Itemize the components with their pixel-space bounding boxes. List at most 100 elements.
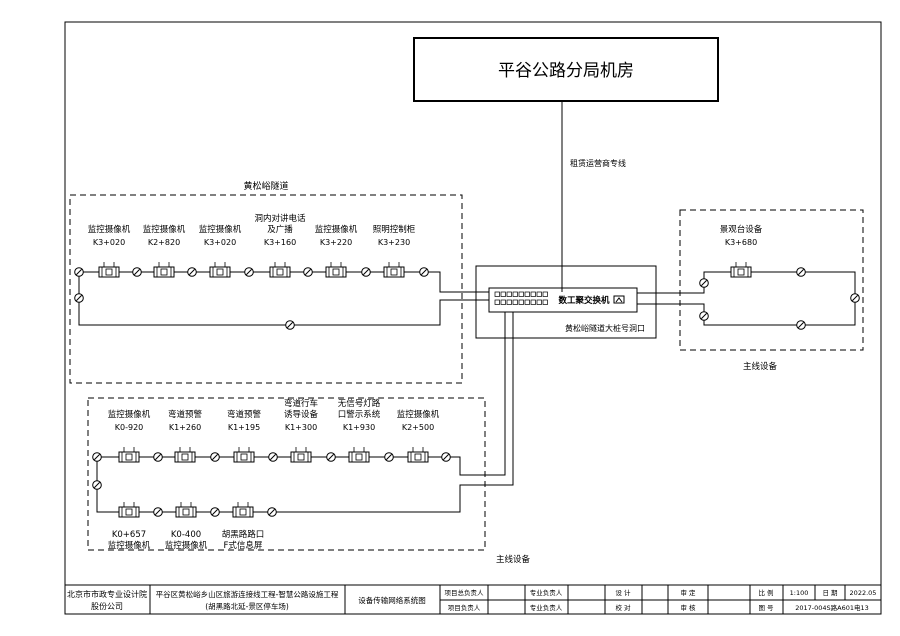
switch-port: [506, 291, 512, 297]
switch-port: [506, 299, 512, 305]
role-discipline-lead-2: 专业负责人: [530, 603, 563, 612]
tunnel-splices: [74, 267, 429, 330]
fiber-splice-icon: [244, 267, 254, 277]
role-design: 设 计: [615, 588, 631, 597]
fiber-splice-icon: [187, 267, 197, 277]
date-value: 2022.05: [850, 589, 877, 597]
role-discipline-lead-1: 专业负责人: [530, 588, 563, 597]
mainline-device-station: K1+195: [228, 423, 260, 432]
tunnel-device-icon: [153, 262, 175, 278]
scale-label: 比 例: [758, 588, 773, 597]
fiber-splice-icon: [153, 452, 163, 462]
mainline-footer: 主线设备: [496, 554, 531, 565]
tunnel-device-name: 洞内对讲电话: [254, 213, 306, 224]
switch-port: [524, 291, 530, 297]
fiber-splice-icon: [699, 311, 709, 321]
switch-location-label: 黄松峪隧道大桩号洞口: [565, 323, 645, 333]
switch-port: [542, 299, 548, 305]
fiber-splice-icon: [441, 452, 451, 462]
tunnel-device-station: K3+220: [320, 238, 352, 247]
mainline-device-name: K0-400: [171, 530, 201, 540]
tunnel-device-station: K3+020: [93, 238, 125, 247]
drawing-name: 设备传输网络系统图: [358, 595, 426, 605]
mainline-device-name: 弯道预警: [168, 409, 203, 420]
switch-port: [512, 291, 518, 297]
tunnel-device-station: K3+230: [378, 238, 410, 247]
mainline-device-icon: [118, 447, 140, 463]
fiber-splice-icon: [384, 452, 394, 462]
fiber-splice-icon: [303, 267, 313, 277]
fiber-splice-icon: [210, 452, 220, 462]
tunnel-device-station: K2+820: [148, 238, 180, 247]
company-name-2: 股份公司: [91, 601, 123, 611]
mainline-device-icon: [233, 447, 255, 463]
switch-port: [518, 291, 524, 297]
switch-port: [536, 299, 542, 305]
leased-line-label: 租赁运营商专线: [570, 158, 626, 168]
tunnel-device-icon: [98, 262, 120, 278]
fiber-splice-icon: [326, 452, 336, 462]
tunnel-device-name: 监控摄像机: [143, 224, 186, 235]
switch-label: 数工聚交换机: [558, 295, 610, 306]
fiber-splice-icon: [796, 267, 806, 277]
fiber-splice-icon: [74, 293, 84, 303]
fiber-splice-icon: [74, 267, 84, 277]
viewpoint-group-box: [679, 209, 864, 351]
fiber-splice-icon: [153, 507, 163, 517]
switch-port: [494, 291, 500, 297]
switch-port: [530, 291, 536, 297]
mainline-device-name: 监控摄像机: [397, 409, 440, 420]
viewpoint-splices: [699, 267, 860, 330]
switch-port: [542, 291, 548, 297]
mainline-device-icon: [348, 447, 370, 463]
mainline-device-name: 监控摄像机: [108, 540, 151, 551]
role-project-chief: 项目总负责人: [445, 588, 485, 597]
tunnel-device-icon: [325, 262, 347, 278]
switch-port: [500, 299, 506, 305]
control-room-title: 平谷公路分局机房: [498, 61, 634, 81]
mainline-device-station: K1+930: [343, 423, 375, 432]
mainline-device-icon: [232, 502, 254, 518]
switch-port: [530, 299, 536, 305]
project-name-2: (胡黑路北延-景区停车场): [205, 601, 289, 611]
tunnel-group-title: 黄松峪隧道: [243, 180, 288, 192]
mainline-device-name: 诱导设备: [284, 409, 319, 420]
mainline-device-name: 监控摄像机: [108, 409, 151, 420]
switch-port: [494, 299, 500, 305]
tunnel-device-name: 监控摄像机: [199, 224, 242, 235]
viewpoint-device-station: K3+680: [725, 238, 757, 247]
company-name-1: 北京市市政专业设计院: [67, 589, 147, 599]
mainline-device-name: 胡黑路路口: [222, 529, 265, 540]
tunnel-devices: 监控摄像机K3+020监控摄像机K2+820监控摄像机K3+020洞内对讲电话及…: [88, 213, 416, 278]
mainline-group-box: [87, 397, 486, 551]
fiber-splice-icon: [699, 278, 709, 288]
tunnel-group-box: [69, 194, 463, 384]
mainline-top-devices: 监控摄像机K0-920弯道预警K1+260弯道预警K1+195弯道行车诱导设备K…: [108, 398, 440, 463]
mainline-device-name: 弯道预警: [227, 409, 262, 420]
fiber-splice-icon: [419, 267, 429, 277]
drawing-no-value: 2017-004S路A601电13: [795, 603, 869, 612]
mainline-device-name: F式信息屏: [224, 540, 263, 551]
tunnel-device-name: 照明控制柜: [373, 224, 416, 235]
fiber-splice-icon: [210, 507, 220, 517]
fiber-splice-icon: [92, 452, 102, 462]
fiber-splice-icon: [796, 320, 806, 330]
mainline-device-station: K1+300: [285, 423, 317, 432]
role-check: 校 对: [615, 603, 631, 612]
tunnel-device-name: 监控摄像机: [315, 224, 358, 235]
fiber-splice-icon: [92, 480, 102, 490]
switch-room-box: [475, 265, 657, 339]
mainline-device-icon: [118, 502, 140, 518]
viewpoint-device-name: 景观台设备: [720, 224, 763, 235]
mainline-device-name: 口警示系统: [338, 409, 381, 420]
fiber-splice-icon: [268, 452, 278, 462]
network-switch: 数工聚交换机: [488, 287, 638, 313]
mainline-device-station: K0-920: [115, 423, 144, 432]
mainline-device-name: 无信号灯路: [338, 398, 381, 409]
tunnel-device-name: 监控摄像机: [88, 224, 131, 235]
scale-value: 1:100: [790, 589, 809, 597]
drawing-frame: [64, 21, 882, 615]
fiber-splice-icon: [285, 320, 295, 330]
mainline-device-name: 弯道行车: [284, 398, 318, 409]
